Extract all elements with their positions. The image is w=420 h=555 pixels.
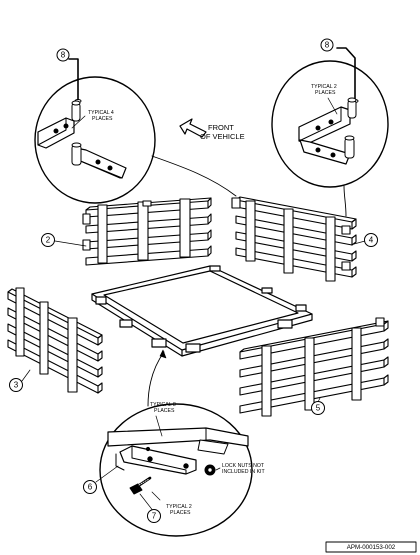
callout-2: 2 (41, 233, 87, 247)
leader-line-bottom-detail (147, 351, 165, 407)
svg-text:3: 3 (14, 381, 19, 390)
callout-8-left: 8 (56, 48, 70, 62)
svg-text:7: 7 (152, 512, 157, 521)
figure-id-box: APM-000153-002 (325, 541, 417, 553)
svg-text:5: 5 (316, 404, 321, 413)
svg-text:4: 4 (369, 236, 374, 245)
front-of-vehicle-arrow (179, 118, 207, 138)
leader-line-left-detail (151, 155, 237, 197)
leader-arrowhead (159, 349, 167, 359)
callout-3: 3 (9, 369, 31, 392)
detail-circle-hinge-typical-4 (34, 58, 156, 204)
note-typical-8-places: TYPICAL 8 PLACES (150, 402, 177, 414)
callout-7: 7 (139, 493, 161, 523)
end-rack-panel-3 (7, 287, 103, 394)
end-rack-panel-5 (239, 317, 389, 417)
figure-id-text: APM-000153-002 (347, 544, 396, 551)
bed-frame-base (91, 265, 313, 357)
callout-8-right: 8 (320, 38, 334, 52)
leader-line-right-detail (343, 185, 347, 217)
svg-text:8: 8 (61, 51, 66, 60)
side-rack-panel-2 (82, 197, 212, 266)
callout-5: 5 (311, 397, 325, 415)
note-typical-2-places-top: TYPICAL 2 PLACES (311, 84, 338, 96)
svg-text:6: 6 (88, 483, 93, 492)
svg-text:8: 8 (325, 41, 330, 50)
front-of-vehicle-label: FRONT OF VEHICLE (200, 123, 245, 141)
note-lock-nuts: LOCK NUTS NOT INCLUDED IN KIT (222, 463, 265, 475)
note-typical-4-places: TYPICAL 4 PLACES (88, 110, 115, 122)
callout-4: 4 (353, 233, 378, 247)
side-rack-panel-4 (231, 196, 357, 282)
callout-6: 6 (83, 465, 119, 494)
note-typical-2-places-bottom: TYPICAL 2 PLACES (166, 504, 193, 516)
detail-circle-bracket-typical-8 (99, 403, 253, 537)
detail-circle-hinge-typical-2 (271, 47, 389, 188)
svg-text:2: 2 (46, 236, 51, 245)
